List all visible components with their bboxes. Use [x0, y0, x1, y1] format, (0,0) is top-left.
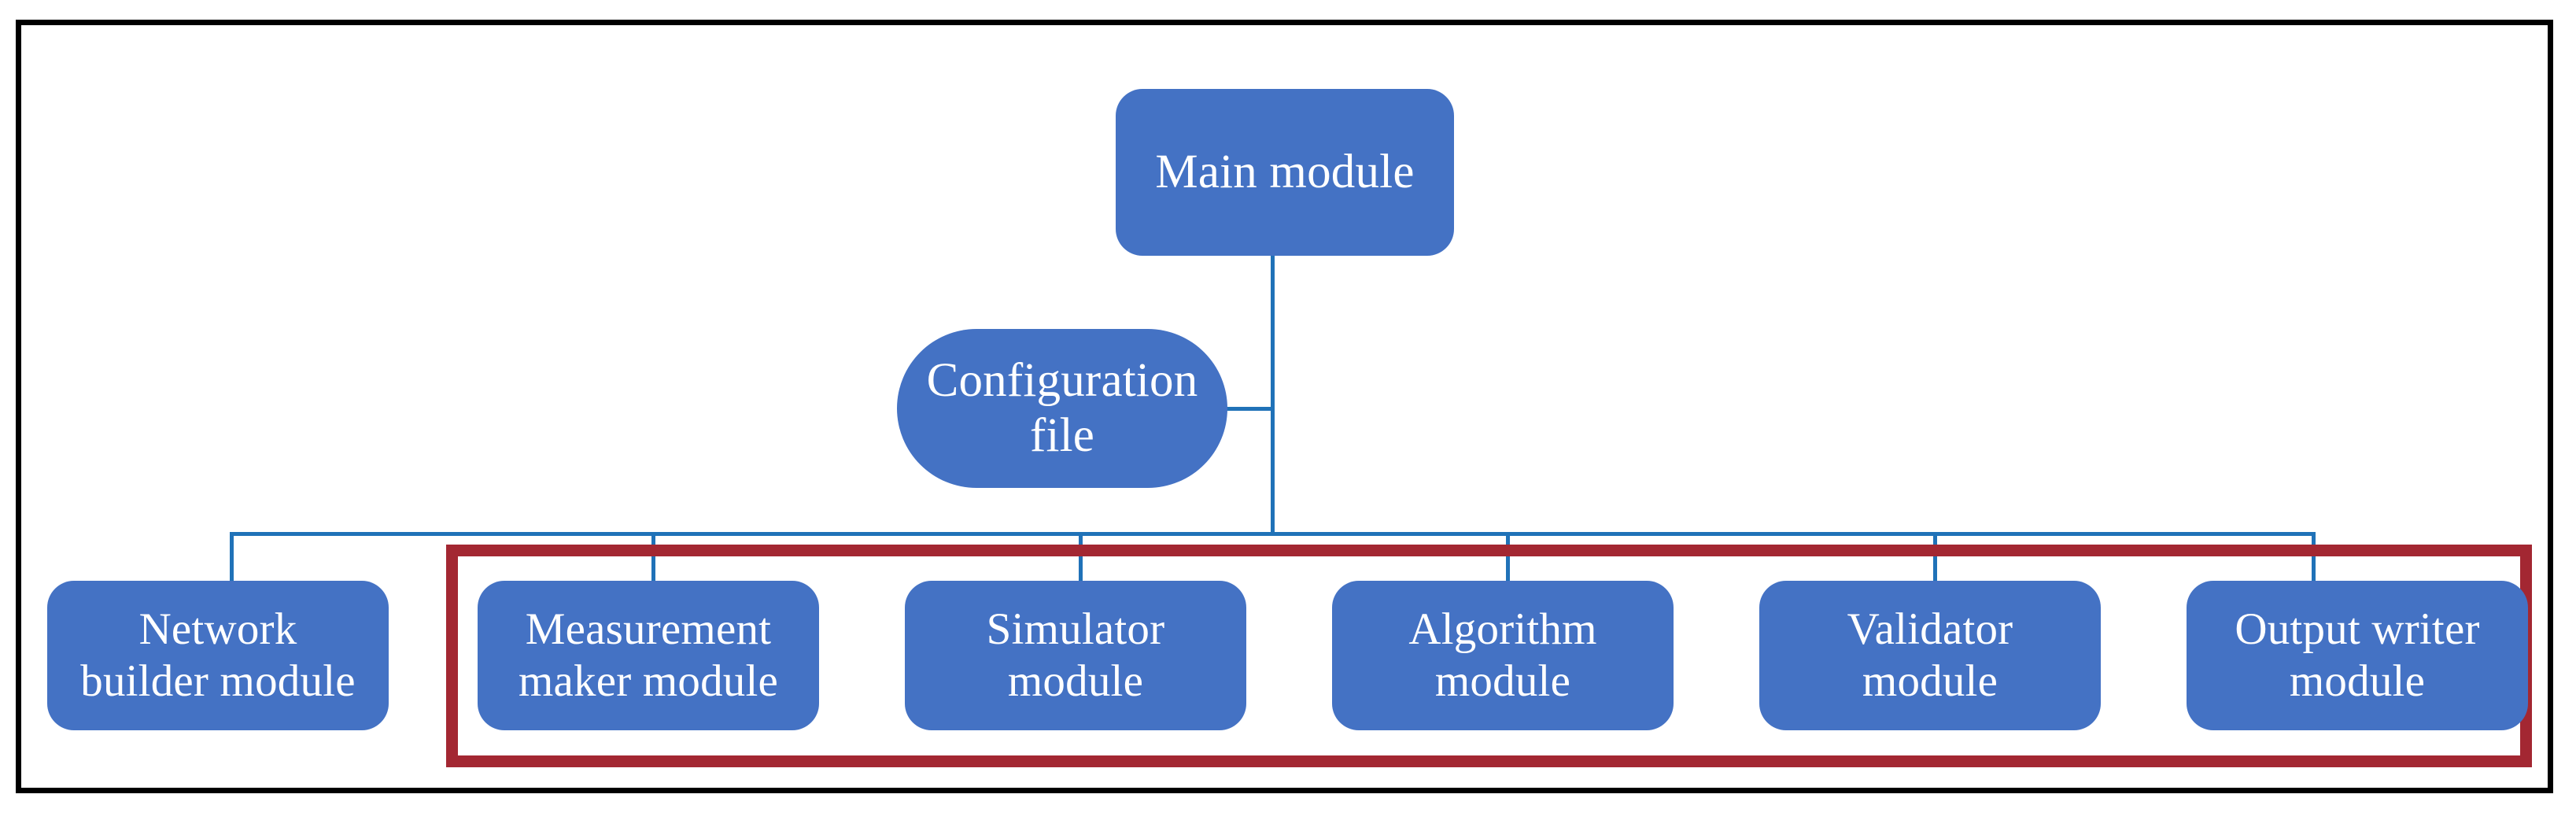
node-network-builder-module[interactable]: Network builder module — [47, 581, 389, 730]
node-measurement-maker-module[interactable]: Measurement maker module — [478, 581, 819, 730]
node-algorithm-module[interactable]: Algorithm module — [1332, 581, 1674, 730]
connector-config-stub — [1224, 407, 1273, 411]
connector-drop-network — [230, 532, 234, 581]
connector-drop-simulator — [1079, 532, 1083, 581]
node-simulator-module[interactable]: Simulator module — [905, 581, 1246, 730]
highlight-group-box — [446, 545, 2532, 767]
connector-drop-algorithm — [1506, 532, 1510, 581]
node-main-module[interactable]: Main module — [1116, 89, 1454, 256]
node-validator-module[interactable]: Validator module — [1759, 581, 2101, 730]
node-output-writer-module[interactable]: Output writer module — [2187, 581, 2528, 730]
connector-main-trunk — [1271, 256, 1275, 535]
connector-drop-measurement — [651, 532, 655, 581]
connector-drop-validator — [1933, 532, 1937, 581]
node-configuration-file[interactable]: Configuration file — [897, 329, 1227, 488]
connector-drop-output — [2312, 532, 2316, 581]
connector-horizontal-bus — [230, 532, 2316, 536]
